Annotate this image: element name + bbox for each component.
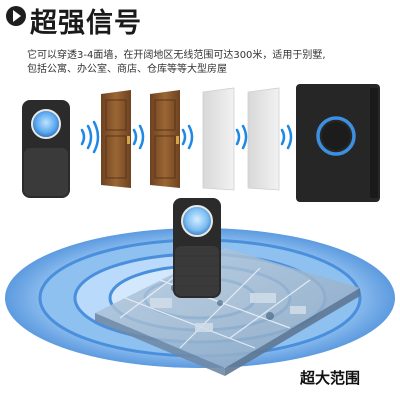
doorbell-button-icon (181, 205, 213, 237)
coverage-range-illustration (5, 198, 395, 376)
range-caption: 超大范围 (300, 369, 361, 387)
doorbell-button-icon (31, 109, 61, 139)
doorbell-transmitter (22, 100, 70, 198)
doorbell-receiver-icon (316, 116, 356, 156)
description-line-2: 包括公寓、办公室、商店、仓库等等大型房屋 (27, 64, 227, 75)
wall-penetration-illustration (22, 84, 380, 202)
wifi-wave-icon (80, 120, 100, 154)
door-2 (150, 90, 180, 188)
feature-description: 它可以穿透3-4面墙，在开阔地区无线范围可达300米，适用于别墅, 包括公寓、办… (27, 49, 387, 77)
house-floorplan (95, 248, 360, 376)
wall-2 (247, 87, 280, 191)
wall-1 (202, 87, 235, 191)
play-icon (6, 6, 26, 26)
page-title: 超强信号 (30, 8, 142, 39)
doorbell-receiver (296, 84, 380, 202)
center-doorbell-transmitter (173, 198, 221, 298)
description-line-1: 它可以穿透3-4面墙，在开阔地区无线范围可达300米，适用于别墅, (27, 50, 326, 61)
door-1 (101, 90, 131, 188)
